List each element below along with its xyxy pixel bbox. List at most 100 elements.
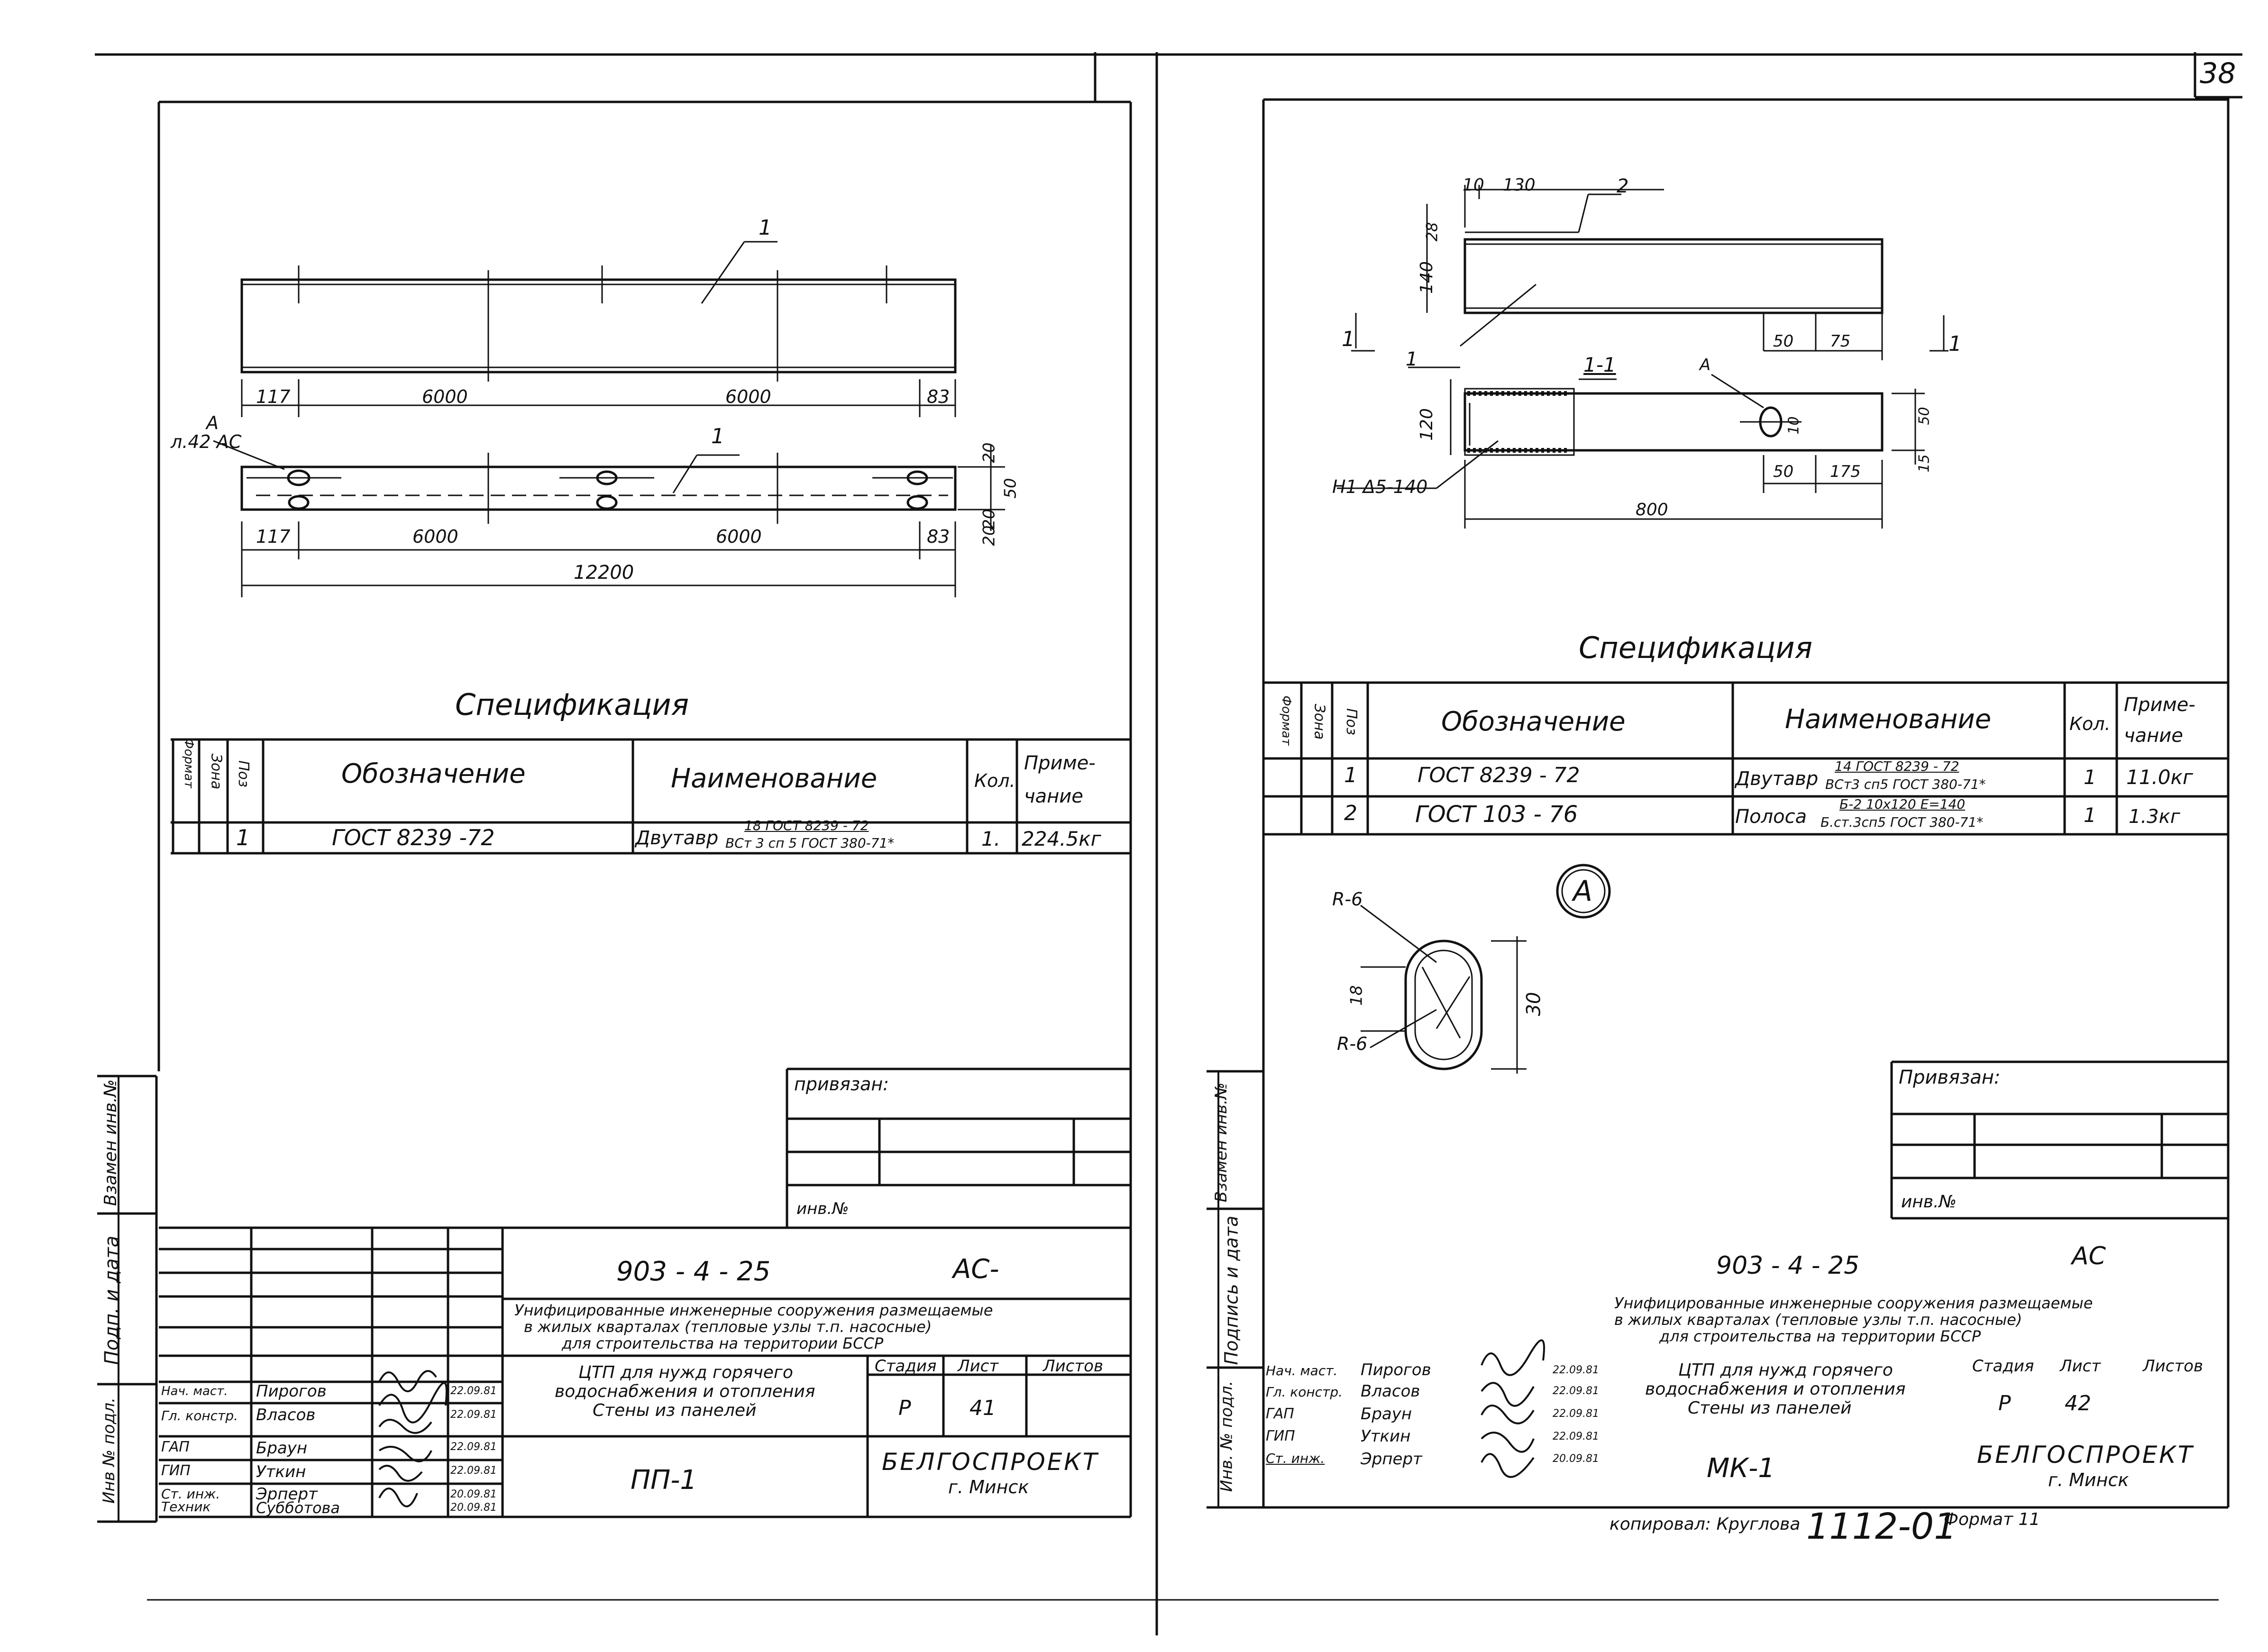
- left-stamp-date-5: 20.09.81: [450, 1488, 497, 1500]
- right-binding-inv: инв.№: [1901, 1192, 1957, 1212]
- right-pos-1: 1: [1406, 348, 1418, 370]
- right-stamp-role-1: Нач. маст.: [1266, 1363, 1338, 1378]
- left-sheet-ref: л.42 АС: [171, 431, 242, 452]
- right-view-a: А: [1700, 356, 1711, 374]
- left-spec-h-format: Формат: [181, 738, 196, 788]
- left-side-sign: Подп. и дата: [101, 1235, 123, 1365]
- left-spec-h-note: Приме-чание: [1024, 752, 1096, 807]
- left-stamp-date-2: 22.09.81: [450, 1409, 497, 1421]
- right-spec-r2-name-top: Б-2 10х120 Е=140: [1839, 796, 1966, 812]
- right-stamp-project-2: в жилых кварталах (тепловые узлы т.п. на…: [1614, 1311, 2022, 1329]
- right-stamp-name-2: Власов: [1361, 1382, 1420, 1401]
- right-spec-h-pos: Поз: [1343, 708, 1360, 735]
- right-spec-h-name: Наименование: [1785, 704, 1992, 735]
- right-dim-10: 10: [1463, 175, 1484, 195]
- right-spec-h-designation: Обозначение: [1441, 706, 1626, 737]
- right-detail-d18: 18: [1347, 985, 1366, 1006]
- left-spec-r1-pos: 1: [236, 825, 250, 850]
- right-spec-r2-pos: 2: [1344, 801, 1357, 825]
- right-spec-r1-qty: 1: [2084, 766, 2096, 789]
- left-stamp-project-2: в жилых кварталах (тепловые узлы т.п. на…: [524, 1318, 932, 1336]
- right-detail-d30: 30: [1523, 992, 1545, 1016]
- right-stamp-org2: г. Минск: [2048, 1469, 2129, 1490]
- right-dim-28: 28: [1423, 222, 1441, 242]
- left-stamp-date-4: 22.09.81: [450, 1465, 497, 1477]
- right-stamp-role-2: Гл. констр.: [1266, 1384, 1343, 1400]
- left-stamp-title-3: Стены из панелей: [593, 1401, 757, 1420]
- right-spec-h-note: Приме-чание: [2124, 694, 2195, 747]
- left-dim-right-20a: 20: [979, 442, 999, 463]
- left-stamp-code: 903 - 4 - 25: [616, 1256, 771, 1287]
- left-stamp-org2: г. Минск: [948, 1477, 1029, 1497]
- left-stamp-date-1: 22.09.81: [450, 1385, 497, 1397]
- left-dim-83-bottom: 83: [927, 526, 950, 547]
- right-pos-2: 2: [1617, 175, 1629, 197]
- left-stamp-title-1: ЦТП для нужд горячего: [578, 1363, 793, 1382]
- right-stamp-project-1: Унифицированные инженерные сооружения ра…: [1614, 1294, 2093, 1312]
- left-dim-83-top: 83: [927, 386, 950, 407]
- right-dim-175-low: 175: [1830, 462, 1861, 481]
- left-stamp-name-4: Уткин: [256, 1462, 306, 1481]
- right-spec-h-zone: Зона: [1311, 703, 1328, 740]
- left-binding-inv: инв.№: [796, 1199, 849, 1218]
- left-stamp-role-2: Гл. констр.: [161, 1408, 238, 1424]
- left-spec-r1-name: Двутавр: [635, 827, 719, 849]
- right-stamp-date-1: 22.09.81: [1553, 1364, 1599, 1376]
- right-stamp-date-2: 22.09.81: [1553, 1385, 1599, 1397]
- left-stamp-role-4: ГИП: [161, 1462, 191, 1479]
- left-stamp-name-1: Пирогов: [256, 1382, 327, 1401]
- left-stamp-date-3: 22.09.81: [450, 1441, 497, 1453]
- right-spec-r1-name-top: 14 ГОСТ 8239 - 72: [1835, 758, 1959, 774]
- left-dim-117-bottom: 117: [256, 526, 291, 547]
- left-dim-6000-bottom-b: 6000: [716, 526, 762, 547]
- left-dim-overall: 12200: [574, 562, 634, 584]
- page-number: 38: [2200, 57, 2236, 90]
- right-dim-120: 120: [1417, 408, 1436, 441]
- right-dim-15: 15: [1916, 454, 1933, 473]
- left-stamp-title-2: водоснабжения и отопления: [555, 1382, 815, 1401]
- left-dim-6000-bottom-a: 6000: [412, 526, 458, 547]
- right-dim-130: 130: [1503, 175, 1536, 195]
- left-stamp-mark: ПП-1: [631, 1465, 697, 1496]
- right-spec-r1-pos: 1: [1344, 763, 1357, 787]
- left-stamp-stage-h: Стадия: [875, 1357, 937, 1376]
- right-dim-10-hole: 10: [1785, 416, 1802, 435]
- left-stamp-project-3: для строительства на территории БССР: [562, 1334, 884, 1352]
- left-stamp-sheets-h: Листов: [1043, 1357, 1104, 1376]
- left-pos-label-plan: 1: [711, 424, 724, 448]
- left-pos-label-elevation: 1: [759, 216, 772, 240]
- right-stamp-name-1: Пирогов: [1361, 1360, 1431, 1379]
- left-stamp-sheet-h: Лист: [958, 1357, 999, 1376]
- left-spec-r1-designation: ГОСТ 8239 -72: [332, 825, 495, 850]
- left-spec-h-designation: Обозначение: [341, 758, 526, 789]
- left-stamp-role-6: Техник: [161, 1499, 211, 1515]
- left-spec-h-zone: Зона: [208, 753, 225, 790]
- right-stamp-sheets-h: Листов: [2143, 1357, 2204, 1376]
- left-stamp-name-6: Субботова: [256, 1499, 340, 1517]
- left-spec-h-qty: Кол.: [974, 770, 1015, 791]
- right-stamp-org1: БЕЛГОСПРОЕКТ: [1977, 1441, 2195, 1469]
- left-spec-h-name: Наименование: [671, 763, 878, 794]
- right-spec-r1-name: Двутавр: [1735, 768, 1819, 790]
- right-side-inv: Инв. № подл.: [1217, 1380, 1236, 1492]
- left-stamp-role-3: ГАП: [161, 1439, 190, 1455]
- right-section-label: 1-1: [1583, 353, 1616, 376]
- left-spec-r1-note: 224.5кг: [1022, 827, 1101, 850]
- right-spec-r1-name-bottom: ВСт3 сп5 ГОСТ 380-71*: [1825, 776, 1986, 792]
- left-stamp-name-2: Власов: [256, 1406, 316, 1424]
- right-stamp-title-1: ЦТП для нужд горячего: [1678, 1360, 1893, 1380]
- right-stamp-name-3: Браун: [1361, 1405, 1412, 1424]
- right-side-sign: Подпись и дата: [1221, 1215, 1242, 1365]
- right-dim-800: 800: [1636, 500, 1668, 520]
- right-stamp-sheet-h: Лист: [2060, 1357, 2101, 1376]
- left-spec-h-pos: Поз: [235, 760, 252, 787]
- right-spec-title: Спецификация: [1579, 630, 1813, 665]
- left-spec-r1-qty: 1.: [981, 827, 1001, 850]
- left-stamp-sheet: 41: [969, 1396, 996, 1420]
- right-spec-h-format: Формат: [1279, 695, 1293, 746]
- left-stamp-name-3: Браун: [256, 1439, 308, 1458]
- right-stamp-code: 903 - 4 - 25: [1716, 1251, 1860, 1280]
- left-dim-right-20c: 20: [979, 525, 999, 546]
- right-spec-r2-note: 1.3кг: [2129, 806, 2180, 828]
